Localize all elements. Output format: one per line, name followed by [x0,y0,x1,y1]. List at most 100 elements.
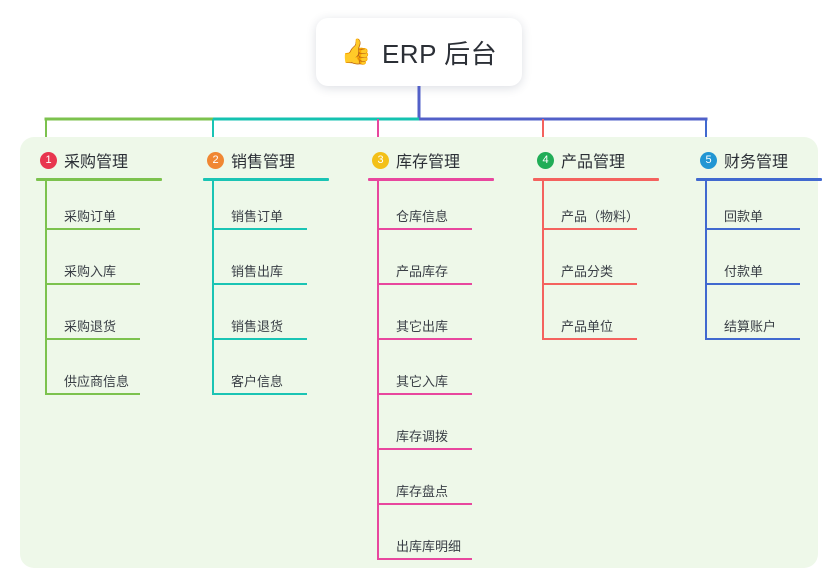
list-item-label: 回款单 [724,209,764,224]
list-item-label: 库存盘点 [396,484,449,499]
list-item[interactable]: 采购入库 [36,236,186,291]
column-badge-icon: 1 [40,151,57,169]
column-header-rule [533,178,659,181]
list-item[interactable]: 其它出库 [368,291,518,346]
list-item[interactable]: 采购退货 [36,291,186,346]
list-item[interactable]: 出库库明细 [368,511,518,566]
column-stem [377,181,379,560]
list-item-rule [212,338,307,340]
column-header-4[interactable]: 4 产品管理 [533,145,683,175]
list-item[interactable]: 库存调拨 [368,401,518,456]
list-item[interactable]: 供应商信息 [36,346,186,401]
list-item-label: 销售订单 [231,209,284,224]
list-item-rule [377,338,472,340]
list-item-label: 供应商信息 [64,374,130,389]
list-item[interactable]: 付款单 [696,236,839,291]
column-5: 5 财务管理回款单付款单结算账户 [696,145,839,346]
list-item-label: 客户信息 [231,374,284,389]
list-item-label: 结算账户 [724,319,777,334]
column-stem [542,181,544,340]
list-item-rule [45,228,140,230]
list-item[interactable]: 销售退货 [203,291,353,346]
list-item-rule [377,558,472,560]
column-3: 3 库存管理仓库信息产品库存其它出库其它入库库存调拨库存盘点出库库明细 [368,145,518,566]
list-item[interactable]: 回款单 [696,181,839,236]
column-badge-icon: 2 [207,151,224,169]
root-title-text: ERP 后台 [381,38,498,69]
list-item[interactable]: 销售订单 [203,181,353,236]
list-item-label: 销售退货 [231,319,284,334]
column-item-list: 采购订单采购入库采购退货供应商信息 [36,181,186,401]
column-header-5[interactable]: 5 财务管理 [696,145,839,175]
list-item-rule [377,228,472,230]
list-item-label: 产品单位 [561,319,614,334]
list-item[interactable]: 采购订单 [36,181,186,236]
list-item-rule [377,503,472,505]
column-title: 库存管理 [396,154,461,171]
column-badge-icon: 3 [372,151,389,169]
column-header-3[interactable]: 3 库存管理 [368,145,518,175]
list-item-rule [212,283,307,285]
list-item-label: 销售出库 [231,264,284,279]
list-item-label: 采购入库 [64,264,117,279]
list-item-label: 产品（物料） [561,209,640,224]
list-item[interactable]: 库存盘点 [368,456,518,511]
list-item-rule [705,338,800,340]
list-item-rule [705,283,800,285]
list-item-rule [542,228,637,230]
column-badge-icon: 4 [537,151,554,169]
list-item[interactable]: 仓库信息 [368,181,518,236]
list-item[interactable]: 结算账户 [696,291,839,346]
list-item[interactable]: 其它入库 [368,346,518,401]
column-title: 财务管理 [724,154,789,171]
column-title: 销售管理 [231,154,296,171]
column-item-list: 销售订单销售出库销售退货客户信息 [203,181,353,401]
column-header-rule [696,178,822,181]
column-stem [705,181,707,340]
diagram-panel [20,137,818,568]
column-header-1[interactable]: 1 采购管理 [36,145,186,175]
list-item-label: 其它入库 [396,374,449,389]
list-item[interactable]: 产品库存 [368,236,518,291]
list-item-rule [377,448,472,450]
list-item-rule [45,393,140,395]
list-item[interactable]: 客户信息 [203,346,353,401]
column-stem [45,181,47,395]
columns-layer: 1 采购管理采购订单采购入库采购退货供应商信息 2 销售管理销售订单销售出库销售退货客… [20,145,822,568]
list-item[interactable]: 产品单位 [533,291,683,346]
column-1: 1 采购管理采购订单采购入库采购退货供应商信息 [36,145,186,401]
column-item-list: 仓库信息产品库存其它出库其它入库库存调拨库存盘点出库库明细 [368,181,518,566]
list-item-label: 产品库存 [396,264,449,279]
list-item-rule [542,338,637,340]
list-item-label: 产品分类 [561,264,614,279]
list-item-rule [212,393,307,395]
list-item-label: 付款单 [724,264,764,279]
list-item-rule [705,228,800,230]
column-item-list: 回款单付款单结算账户 [696,181,839,346]
column-header-rule [36,178,162,181]
thumbs-up-icon: 👍 [340,37,372,66]
column-item-list: 产品（物料） 产品分类产品单位 [533,181,683,346]
list-item[interactable]: 产品（物料） [533,181,683,236]
list-item-label: 库存调拨 [396,429,449,444]
column-title: 采购管理 [64,154,129,171]
list-item[interactable]: 销售出库 [203,236,353,291]
column-badge-icon: 5 [700,151,717,169]
column-header-rule [203,178,329,181]
list-item[interactable]: 产品分类 [533,236,683,291]
list-item-label: 其它出库 [396,319,449,334]
column-header-2[interactable]: 2 销售管理 [203,145,353,175]
list-item-rule [212,228,307,230]
column-header-rule [368,178,494,181]
list-item-rule [377,393,472,395]
list-item-label: 采购退货 [64,319,117,334]
list-item-rule [45,283,140,285]
column-2: 2 销售管理销售订单销售出库销售退货客户信息 [203,145,353,401]
root-title-card[interactable]: 👍 ERP 后台 [316,18,522,86]
list-item-rule [377,283,472,285]
list-item-label: 采购订单 [64,209,117,224]
column-title: 产品管理 [561,154,626,171]
list-item-rule [542,283,637,285]
column-4: 4 产品管理产品（物料） 产品分类产品单位 [533,145,683,346]
